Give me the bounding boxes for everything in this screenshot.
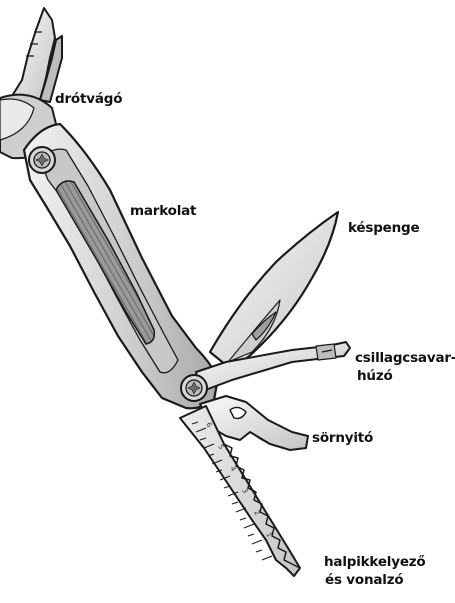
wire-cutter-jaws — [12, 8, 62, 102]
lower-pivot-screw — [181, 375, 207, 401]
label-saw-ruler-line1: halpikkelyező — [324, 554, 426, 571]
label-bottle-opener: sörnyitó — [312, 430, 373, 447]
label-phillips-screwdriver-line2: húzó — [357, 368, 393, 385]
label-handle: markolat — [130, 203, 196, 220]
label-phillips-screwdriver-line1: csillagcsavar- — [355, 350, 455, 367]
label-knife-blade: késpenge — [348, 220, 419, 237]
label-wire-cutter: drótvágó — [55, 91, 122, 108]
upper-pivot-screw — [29, 147, 55, 173]
label-saw-ruler-line2: és vonalzó — [325, 572, 403, 589]
